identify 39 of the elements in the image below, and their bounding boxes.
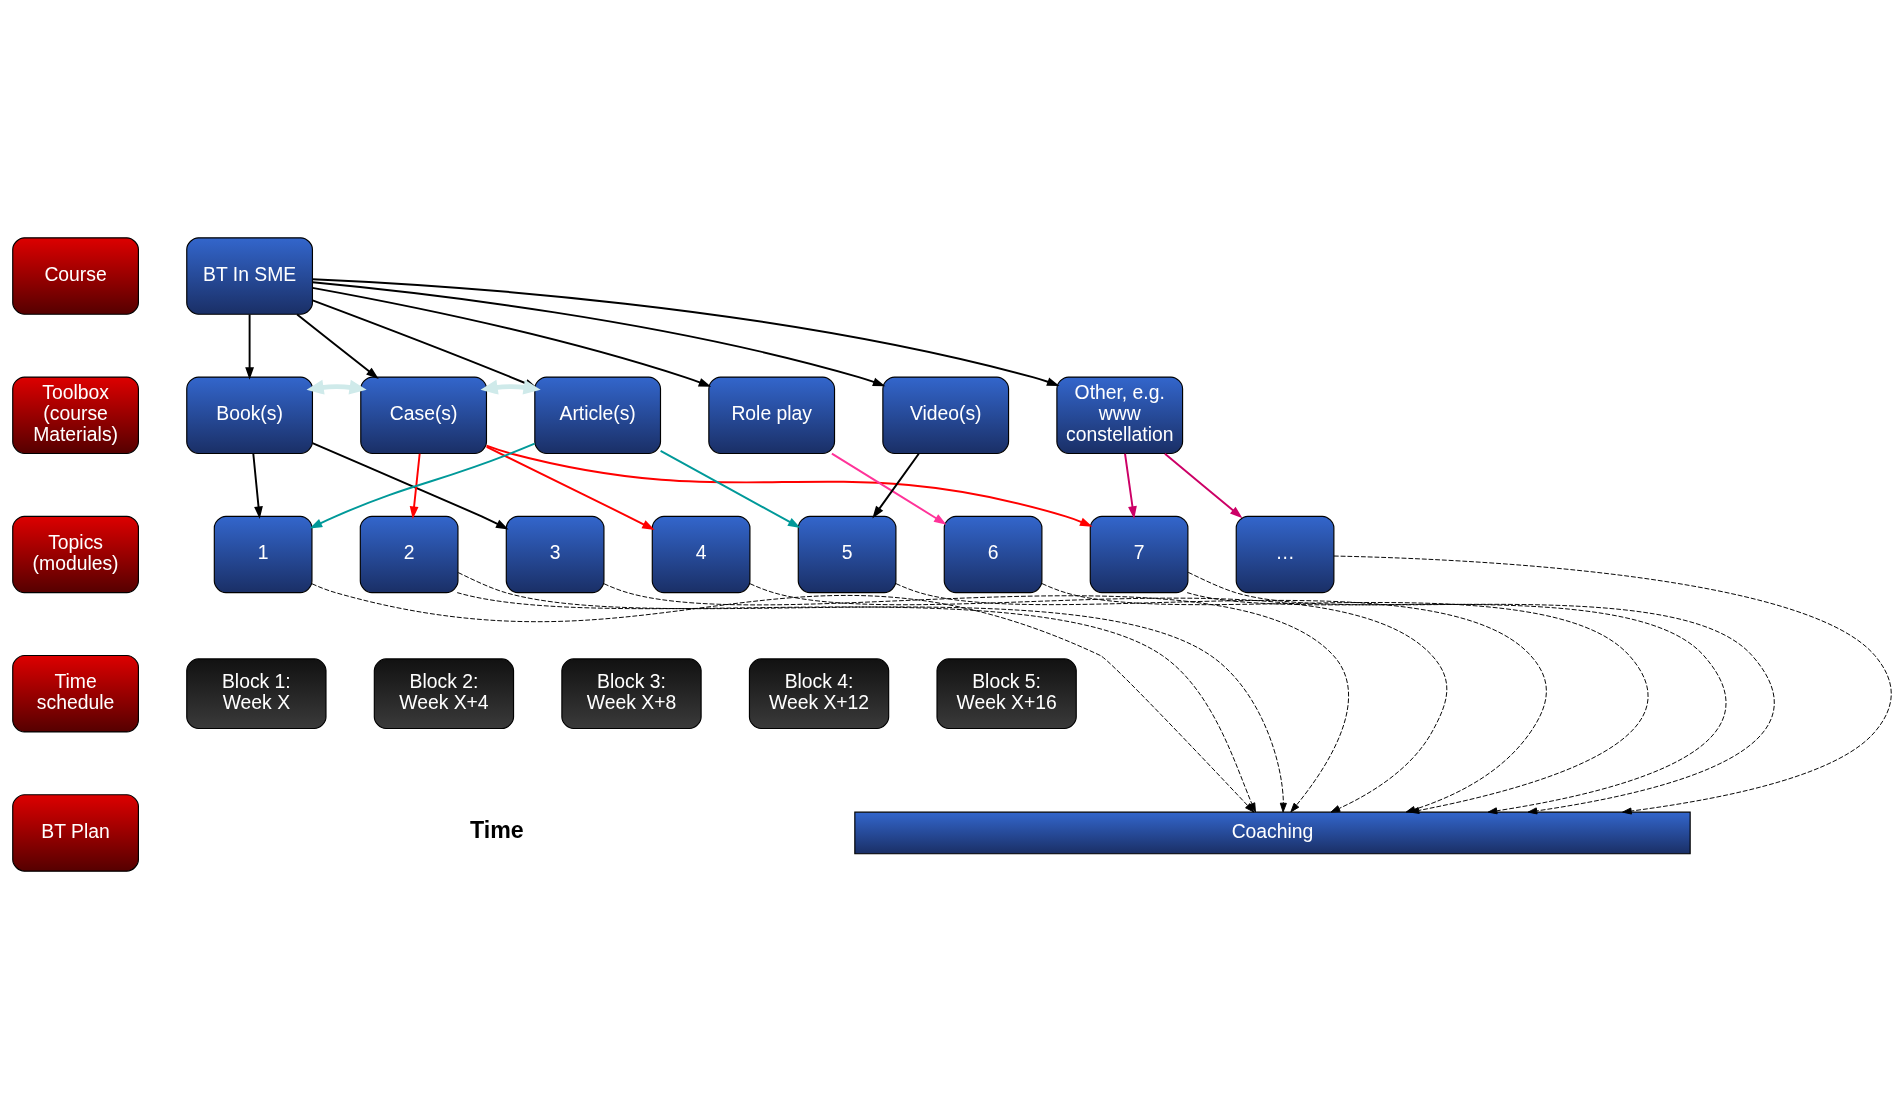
arrow <box>296 313 379 379</box>
node-box: Block 3: Week X+8 <box>561 657 702 729</box>
node-box: 1 <box>213 515 313 593</box>
node-box: Case(s) <box>360 376 488 454</box>
node-box: 7 <box>1089 515 1189 593</box>
arrow <box>485 444 1093 527</box>
node-box: 4 <box>651 515 751 593</box>
node-box: Video(s) <box>882 376 1010 454</box>
arrow <box>830 452 947 525</box>
node-box: BT Plan <box>12 793 139 872</box>
node-box: 5 <box>797 515 897 593</box>
arrow <box>485 445 655 530</box>
node-box: 2 <box>359 515 459 593</box>
arrow <box>1124 452 1137 519</box>
node-box: Block 4: Week X+12 <box>748 657 890 729</box>
node-box: Coaching <box>854 811 1691 854</box>
node-box: 3 <box>505 515 605 593</box>
node-box: Toolbox (course Materials) <box>12 376 139 454</box>
arrow <box>245 313 254 380</box>
label: Time <box>470 816 524 843</box>
arrow <box>1163 452 1243 518</box>
node-box: BT In SME <box>186 236 314 315</box>
arrow <box>306 379 367 395</box>
node-box: Block 2: Week X+4 <box>373 657 515 729</box>
node-box: Block 5: Week X+16 <box>936 657 1077 729</box>
node-box: Other, e.g. www constellation <box>1056 376 1184 454</box>
node-box: … <box>1235 515 1335 593</box>
node-box: Role play <box>708 376 836 454</box>
node-box: Block 1: Week X <box>186 657 327 729</box>
node-box: Book(s) <box>186 376 314 454</box>
node-box: 6 <box>943 515 1043 593</box>
arrow <box>872 452 920 518</box>
arrow <box>409 452 421 519</box>
arrow <box>659 449 801 528</box>
node-box: Topics (modules) <box>12 515 139 593</box>
node-box: Course <box>12 236 139 315</box>
node-box: Article(s) <box>534 376 662 454</box>
arrow <box>252 452 263 519</box>
node-box: Time schedule <box>12 654 139 732</box>
